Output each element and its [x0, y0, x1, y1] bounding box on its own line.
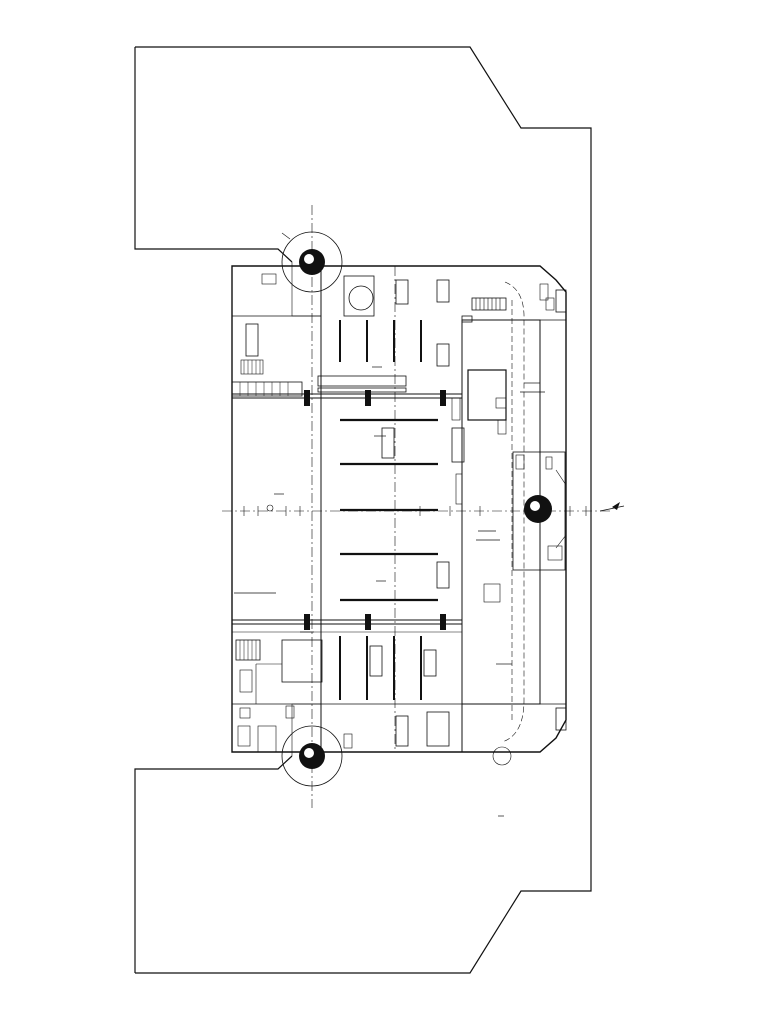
annotation-marks [234, 366, 545, 817]
vent-grille [471, 283, 555, 311]
pier-hub-icon [512, 451, 567, 571]
equipment [240, 273, 501, 747]
large-equipment-block [467, 369, 507, 435]
pier-hub-icon [281, 703, 343, 787]
site-outline-top [135, 46, 592, 512]
posts-bottom [339, 636, 422, 700]
lower-left-room [235, 639, 353, 753]
tank-circle [343, 275, 375, 317]
centerline-marker [266, 504, 274, 512]
wall-notch [461, 315, 473, 323]
round-marker [492, 746, 512, 766]
corner-box-bottom-right [555, 707, 567, 731]
corridor-lower [232, 614, 462, 633]
corridor-upper [231, 375, 462, 406]
pier-hub-icon [281, 231, 343, 317]
site-outline-bottom [135, 512, 592, 974]
centerline-ticks [243, 506, 587, 516]
path-curve-right [501, 281, 525, 743]
hall-beams [340, 418, 438, 602]
corner-box-top-right [555, 289, 567, 313]
wall-right-block [461, 319, 541, 752]
site-outline-lower-left [134, 755, 293, 973]
site-outline-upper-left [134, 47, 293, 263]
north-arrow-icon [599, 502, 625, 512]
posts-top [339, 320, 422, 362]
